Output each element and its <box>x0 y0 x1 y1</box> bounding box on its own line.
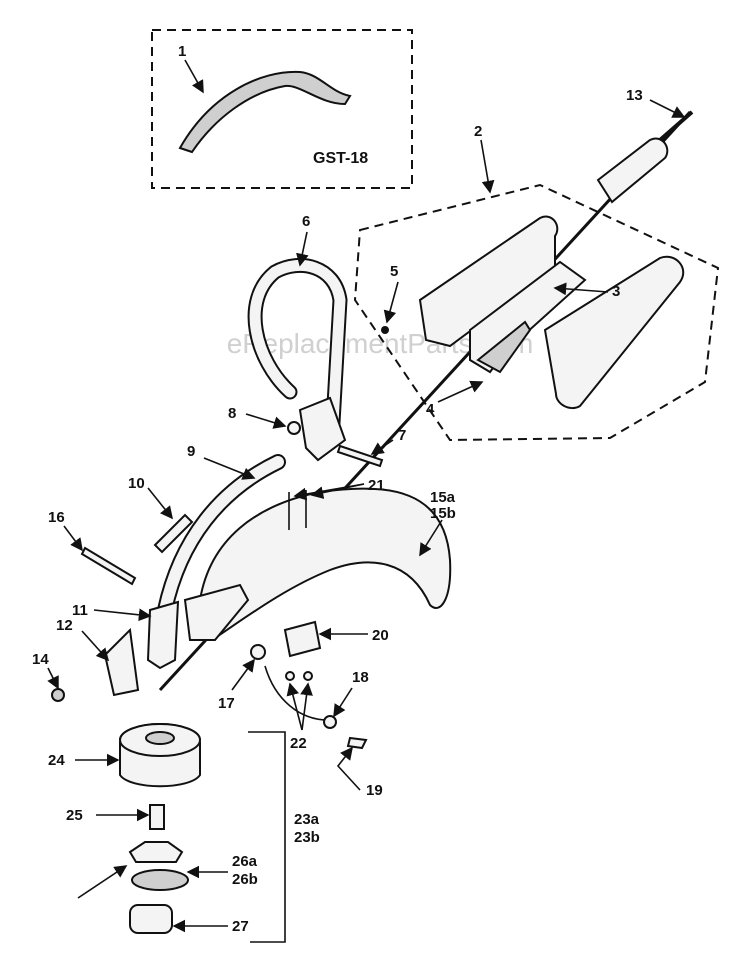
callout: 14 <box>32 651 49 668</box>
part-7-bolt <box>336 444 384 468</box>
part-27-knob <box>129 904 173 934</box>
guard-bracket <box>183 583 250 641</box>
callout: 6 <box>302 213 310 230</box>
callout: 1 <box>178 43 186 60</box>
screw-path <box>264 665 329 721</box>
callout: 18 <box>352 669 369 686</box>
callout: 27 <box>232 918 249 935</box>
callout: 16 <box>48 509 65 526</box>
kit-box <box>151 29 413 189</box>
part-10-label <box>153 513 194 554</box>
callout: 4 <box>426 401 435 418</box>
part-4-switch <box>476 320 532 374</box>
callout: 7 <box>398 427 406 444</box>
part-20-cutter-block <box>283 620 322 658</box>
part-22-nut <box>285 671 295 681</box>
callout: 10 <box>128 475 145 492</box>
callout: 23b <box>294 829 320 846</box>
callout: 8 <box>228 405 236 422</box>
part-25-spring <box>149 804 165 830</box>
model-label: GST-18 <box>313 150 368 167</box>
part-18-washer <box>323 715 337 729</box>
assembly-bracket <box>248 731 286 943</box>
part-12-clamp <box>103 627 140 697</box>
callout: 2 <box>474 123 482 140</box>
callout: 25 <box>66 807 83 824</box>
callout: 9 <box>187 443 195 460</box>
part-13-drive-shaft <box>596 137 669 204</box>
callout: 21 <box>368 477 385 494</box>
part-16-bolt <box>80 546 137 586</box>
callout: 5 <box>390 263 398 280</box>
callout: 15b <box>430 505 456 522</box>
callout: 23a <box>294 811 320 828</box>
part-8-wingnut <box>287 421 301 435</box>
callout: 17 <box>218 695 235 712</box>
part-14-screw <box>51 688 65 702</box>
part-1-shield-strip <box>178 70 352 154</box>
callout: 20 <box>372 627 389 644</box>
callout: 19 <box>366 782 383 799</box>
callout: 22 <box>290 735 307 752</box>
callout: 26b <box>232 871 258 888</box>
callout: 13 <box>626 87 643 104</box>
part-11-gearhead <box>146 600 180 670</box>
part-19-wingnut <box>346 736 368 750</box>
callout: 24 <box>48 752 65 769</box>
callout: 15a <box>430 489 456 506</box>
part-26-spool <box>131 869 189 891</box>
part-5-screw <box>381 326 389 334</box>
part-15-guard <box>198 487 452 640</box>
part-17-washer <box>250 644 266 660</box>
callout: 11 <box>72 602 88 619</box>
part-handle-half <box>543 255 685 410</box>
part-26-spool-top <box>128 841 184 863</box>
callout: 26a <box>232 853 258 870</box>
handle-kit-outline <box>353 183 720 442</box>
callout: 3 <box>612 283 620 300</box>
callout: 12 <box>56 617 73 634</box>
handle-clamp <box>298 396 347 462</box>
